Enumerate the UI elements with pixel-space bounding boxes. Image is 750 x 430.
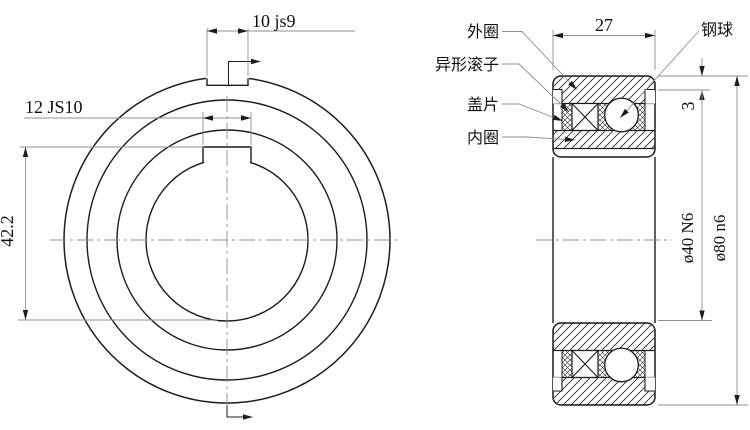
section-view: 27 3 ø40 N6 ø80 n6 外圈 (435, 15, 748, 406)
dim-keyway-height: 42.2 (0, 215, 17, 247)
inner-ring-section (553, 323, 655, 352)
callout-inner-ring: 内圈 (467, 129, 576, 147)
dim-section-width: 27 (595, 15, 613, 35)
arrowhead-icon (207, 28, 217, 34)
arrowhead-icon (22, 310, 29, 320)
arrowhead-icon (22, 147, 29, 157)
steel-ball-top (604, 97, 639, 133)
bearing-section-bottom (552, 322, 656, 406)
dim-outer-keyway-width: 10 js9 (252, 11, 296, 31)
arrowhead-icon (699, 66, 705, 76)
dimension-bore-diameter: ø40 N6 (678, 90, 705, 321)
callout-outer-ring: 外圈 (467, 23, 579, 92)
dimension-recess-depth: 3 (678, 58, 705, 111)
callout-steel-ball: 钢球 (618, 21, 733, 120)
arrowhead-icon (734, 76, 740, 86)
dimension-keyway-height: 42.2 (0, 146, 218, 321)
dimension-outer-keyway: 10 js9 (206, 11, 355, 76)
arrowhead-icon (238, 28, 248, 34)
arrowhead-icon (734, 395, 740, 405)
label-cover-plate: 盖片 (467, 96, 499, 114)
dim-outer-diameter: ø80 n6 (710, 215, 729, 262)
arrowhead-icon (251, 58, 261, 65)
front-view: 10 js9 12 JS10 42.2 (0, 11, 398, 420)
callout-profiled-roller: 异形滚子 (435, 56, 571, 114)
dim-recess-depth: 3 (678, 102, 698, 111)
rotation-arrow-bottom (226, 405, 253, 420)
cover-plate-section (561, 350, 573, 378)
label-outer-ring: 外圈 (467, 23, 499, 41)
bore-keyway (202, 146, 252, 163)
arrowhead-icon (203, 115, 213, 121)
label-inner-ring: 内圈 (467, 129, 499, 147)
dimension-bore-keyway: 12 JS10 (24, 97, 252, 145)
dimension-section-width: 27 (552, 15, 656, 70)
arrowhead-icon (241, 115, 251, 121)
arrowhead-icon (699, 310, 705, 321)
outer-keyway (206, 78, 249, 86)
label-profiled-roller: 异形滚子 (435, 56, 499, 74)
arrowhead-icon (243, 414, 253, 420)
arrowhead-icon (645, 32, 655, 39)
arrowhead-icon (553, 32, 563, 39)
dim-bore-keyway-width: 12 JS10 (25, 97, 83, 117)
callout-cover-plate: 盖片 (467, 96, 564, 124)
bearing-section-top (552, 75, 656, 158)
outer-ring-section (553, 376, 655, 405)
outer-ring-section (553, 76, 655, 105)
dimension-outer-diameter: ø80 n6 (710, 76, 740, 405)
steel-ball-bottom (604, 347, 639, 383)
inner-ring-section (553, 129, 655, 150)
label-steel-ball: 钢球 (701, 21, 733, 39)
dim-bore-diameter: ø40 N6 (678, 213, 697, 264)
